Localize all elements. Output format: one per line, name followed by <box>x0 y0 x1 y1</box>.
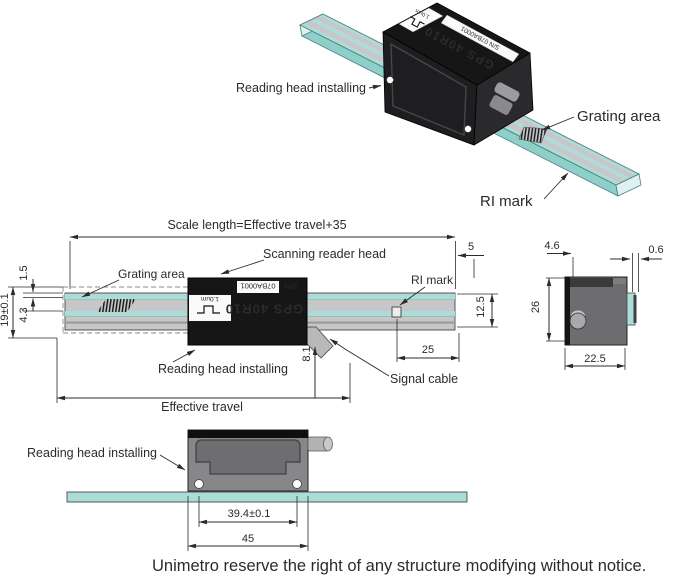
dim-8-1: 8.1 <box>301 346 318 398</box>
dim-0-6-text: 0.6 <box>648 244 663 256</box>
dim-12-5-text: 12.5 <box>475 296 487 317</box>
dim-0-6: 0.6 <box>610 244 664 292</box>
footer-notice: Unimetro reserve the right of any struct… <box>152 557 646 575</box>
dim-left-stack: 1.5 4.3 19±0.1 <box>0 265 63 339</box>
dim-25-text: 25 <box>422 344 434 356</box>
bottom-top-strip <box>188 430 308 438</box>
dim-8-1-text: 8.1 <box>301 346 313 361</box>
iso-mounting-hole-left <box>385 76 394 85</box>
iso-label-grating-area: Grating area <box>577 108 661 125</box>
dim-scale-length: Scale length=Effective travel+35 <box>69 218 456 289</box>
dim-5: 5 <box>457 241 484 278</box>
bottom-hole-right <box>292 479 302 489</box>
iso-mounting-hole-right <box>463 125 472 134</box>
dim-22-5: 22.5 <box>564 348 626 370</box>
dim-26: 26 <box>530 277 566 342</box>
iso-labels: Reading head installing Grating area RI … <box>236 81 661 210</box>
side-labels: Scanning reader head Grating area RI mar… <box>81 247 458 386</box>
end-body <box>564 276 637 346</box>
end-left-edge <box>565 277 570 345</box>
dim-22-5-text: 22.5 <box>584 353 605 365</box>
bottom-labels: Reading head installing <box>27 446 186 471</box>
end-head-body <box>564 276 628 346</box>
dim-26-text: 26 <box>530 301 542 313</box>
dim-effective-travel: Effective travel <box>56 338 351 414</box>
dim-39-4: 39.4±0.1 <box>198 496 298 527</box>
side-grating-hatch <box>97 299 136 312</box>
dim-12-5: 12.5 <box>457 293 498 328</box>
side-serial-box <box>237 281 279 293</box>
side-label-reading-head: Reading head installing <box>158 362 288 376</box>
dim-4-3-text: 4.3 <box>18 307 30 322</box>
bottom-cable-cap <box>323 436 333 452</box>
iso-grating-hatch <box>518 126 548 144</box>
end-scale-edge <box>633 295 637 323</box>
end-cable-circle <box>569 312 587 330</box>
bottom-hole-left <box>194 479 204 489</box>
side-reading-head: 07BA0001 S/N 1.0um GPS 40R10 <box>187 277 308 346</box>
side-label-grating-area: Grating area <box>118 267 185 281</box>
iso-resolution-label: 1.0um <box>398 7 444 33</box>
side-model-text: GPS 40R10 <box>225 302 303 317</box>
side-view: 07BA0001 S/N 1.0um GPS 40R10 Scale lengt… <box>0 218 498 414</box>
dim-4-6: 4.6 <box>544 240 574 277</box>
side-resolution-label <box>189 295 231 321</box>
dim-45-text: 45 <box>242 533 254 545</box>
iso-head-panel-outline <box>390 43 467 136</box>
side-resolution-text: 1.0um <box>201 295 219 302</box>
dim-scale-length-text: Scale length=Effective travel+35 <box>167 218 346 232</box>
dim-effective-travel-text: Effective travel <box>161 400 243 414</box>
iso-cable-connector <box>488 81 521 116</box>
dim-19-text: 19±0.1 <box>0 293 11 327</box>
end-top-step <box>613 278 626 284</box>
bottom-recess-panel <box>195 439 301 475</box>
bottom-label-reading-head: Reading head installing <box>27 446 157 460</box>
bottom-view: Reading head installing 39.4±0.1 45 <box>27 429 468 551</box>
bottom-reading-head <box>187 429 333 492</box>
iso-reading-head: S/N 07BA0001 1.0um GPS 40R10 <box>382 2 534 146</box>
side-ri-mark-square <box>391 306 402 318</box>
side-serial-number: 07BA0001 <box>240 282 275 291</box>
side-serial-prefix: S/N <box>285 282 298 291</box>
side-wave-glyph-icon <box>197 305 220 314</box>
dim-5-text: 5 <box>468 241 474 253</box>
dim-4-6-text: 4.6 <box>544 240 559 252</box>
dim-25: 25 <box>396 319 460 362</box>
iso-wave-glyph-icon <box>410 16 425 28</box>
side-label-ri-mark: RI mark <box>411 273 454 287</box>
end-view: 4.6 0.6 26 22.5 <box>530 240 664 370</box>
dim-45: 45 <box>187 496 309 551</box>
iso-label-ri-mark: RI mark <box>480 193 533 210</box>
dim-39-4-text: 39.4±0.1 <box>228 508 271 520</box>
side-label-signal-cable: Signal cable <box>390 372 458 386</box>
side-label-scanning-head: Scanning reader head <box>263 247 386 261</box>
end-top-strip <box>566 278 613 287</box>
bottom-scale-rail <box>66 491 468 503</box>
iso-view: S/N 07BA0001 1.0um GPS 40R10 Reading hea… <box>236 2 661 210</box>
iso-label-reading-head: Reading head installing <box>236 81 366 95</box>
side-grating-zone-dashed <box>62 286 193 334</box>
dim-1-5-text: 1.5 <box>18 265 30 280</box>
